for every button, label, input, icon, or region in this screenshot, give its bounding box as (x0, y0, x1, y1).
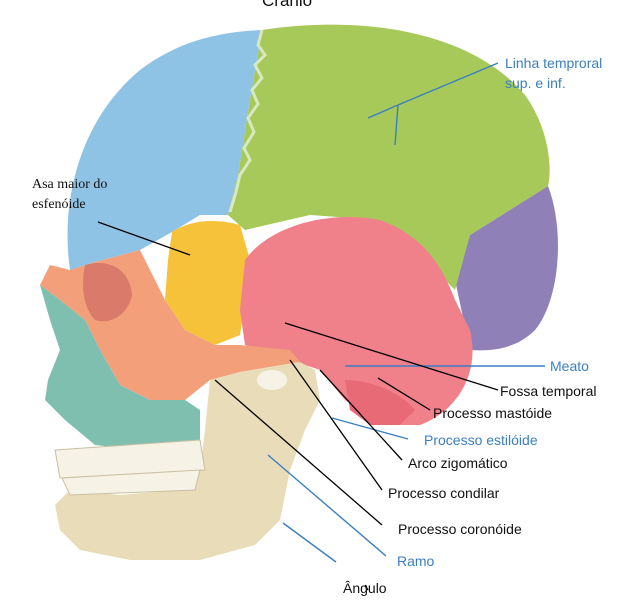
label-meato: Meato (550, 358, 589, 374)
label-ramo: Ramo (397, 553, 434, 569)
label-linha-temporal-line1: Linha temproral (505, 55, 602, 71)
label-processo-mastoide: Processo mastóide (433, 405, 552, 421)
label-arco-zigomatico: Arco zigomático (408, 455, 508, 471)
label-linha-temporal-line2: sup. e inf. (505, 75, 566, 91)
page-title: Crânio (262, 0, 312, 11)
condyle (257, 370, 287, 390)
label-angulo: Ângulo (343, 580, 387, 596)
label-asa-maior-line1: Asa maior do (32, 176, 107, 193)
label-processo-estiloide: Processo estilóide (424, 432, 538, 448)
label-processo-coronoide: Processo coronóide (398, 521, 522, 537)
label-asa-maior-line2: esfenóide (32, 196, 86, 213)
label-fossa-temporal: Fossa temporal (500, 383, 596, 399)
label-processo-condilar: Processo condilar (388, 485, 499, 501)
